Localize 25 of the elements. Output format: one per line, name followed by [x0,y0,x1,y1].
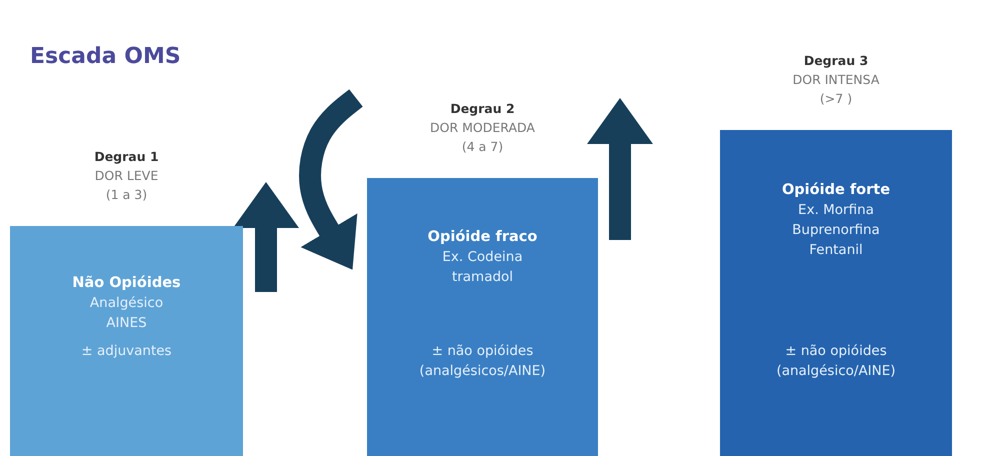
step-heading: Degrau 2 [450,100,515,118]
drug-text: Buprenorfina [792,221,880,240]
drug-text: ± não opióides [432,342,534,361]
drug-text: Fentanil [809,241,863,260]
drug-text: Analgésico [90,294,164,313]
step-heading: Degrau 3 [804,52,868,70]
step-heading: Degrau 1 [94,148,159,166]
drug-class-heading: Opióide fraco [428,228,538,247]
pain-level-text: DOR LEVE [94,167,158,185]
drug-text: Ex. Codeina [442,248,523,267]
pain-level-text: DOR MODERADA [430,119,535,137]
drug-text: (analgésico/AINE) [776,362,896,381]
drug-text: (analgésicos/AINE) [419,362,546,381]
pain-level-text: (>7 ) [820,90,852,108]
drug-text: tramadol [452,268,514,287]
drug-text: ± adjuvantes [81,342,172,361]
drug-text: Ex. Morfina [798,201,874,220]
drug-text: AINES [106,314,147,333]
pain-level-text: (1 a 3) [106,186,148,204]
pain-level-text: DOR INTENSA [792,71,880,89]
drug-text: ± não opióides [785,342,887,361]
title: Escada OMS [30,44,181,69]
drug-class-heading: Opióide forte [782,181,890,200]
pain-level-text: (4 a 7) [462,138,504,156]
drug-class-heading: Não Opióides [72,274,181,293]
